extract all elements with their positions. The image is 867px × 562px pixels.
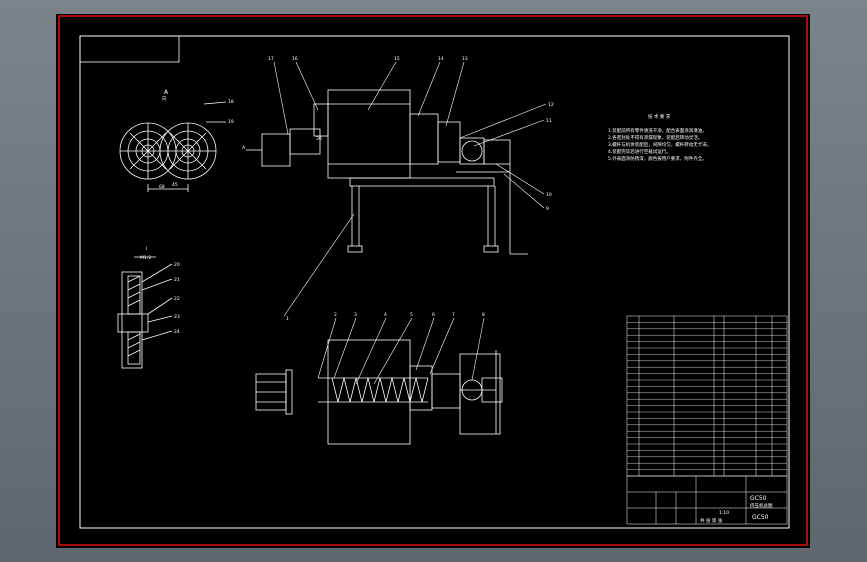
- part-label-4: 4: [384, 312, 387, 318]
- part-label-17: 17: [268, 56, 274, 62]
- note-line-4: 4.装配完毕后进行空载试运行。: [608, 148, 671, 155]
- part-label-7: 7: [452, 312, 455, 318]
- part-label-9: 9: [546, 206, 549, 212]
- title-scale: 1:10: [719, 510, 729, 516]
- part-label-8: 8: [482, 312, 485, 318]
- part-label-23: 23: [174, 314, 180, 320]
- view-a-subtitle: 向: [162, 95, 167, 102]
- view-a-title: A: [164, 89, 169, 96]
- part-label-21: 21: [174, 277, 180, 283]
- drawing-sheet: A 向 68 45 18 19 I M1:2 20 21 22 23: [56, 14, 810, 548]
- part-label-24: 24: [174, 329, 180, 335]
- title-sheet: 共 张 第 张: [700, 517, 723, 524]
- part-label-11: 11: [546, 118, 552, 124]
- title-drawing-no-2: GC50: [752, 514, 769, 521]
- title-name: 挤压机总图: [750, 502, 773, 509]
- part-label-16: 16: [292, 56, 298, 62]
- view-i-scale: M1:2: [140, 255, 151, 261]
- assembly-drawing: A 向 68 45 18 19 I M1:2 20 21 22 23: [58, 15, 808, 546]
- part-label-2: 2: [334, 312, 337, 318]
- note-line-1: 1.装配前所有零件清洗干净，配合表面涂润滑油。: [608, 127, 707, 134]
- elevation-view: [246, 89, 528, 255]
- dim-pitch: 68: [159, 184, 165, 190]
- part-label-15: 15: [394, 56, 400, 62]
- plan-leaders: [317, 317, 485, 385]
- outer-border: [58, 15, 808, 546]
- leader-lines: [273, 61, 547, 317]
- view-i-section: [117, 256, 173, 369]
- notes-title: 技 术 要 求: [648, 113, 671, 120]
- part-label-18: 18: [228, 99, 234, 105]
- note-line-3: 3.螺杆与机体装配后，间隙均匀，螺杆转动无卡滞。: [608, 141, 711, 148]
- part-label-14: 14: [438, 56, 444, 62]
- parts-list-rows: [627, 322, 787, 470]
- note-line-2: 2.各密封处不得有渗漏现象，装配后转动灵活。: [608, 134, 702, 141]
- section-mark: A: [242, 145, 246, 151]
- corner-box: [79, 35, 180, 63]
- dim-side: 45: [172, 182, 178, 188]
- part-label-3: 3: [354, 312, 357, 318]
- inlet-label: 30: [316, 136, 322, 142]
- part-label-20: 20: [174, 262, 180, 268]
- title-drawing-no: GC50: [750, 495, 767, 502]
- part-label-1: 1: [286, 316, 289, 322]
- part-label-22: 22: [174, 296, 180, 302]
- inner-border: [79, 35, 790, 529]
- plan-view: [255, 339, 503, 445]
- view-i-title: I: [146, 246, 147, 252]
- part-label-19: 19: [228, 119, 234, 125]
- part-label-6: 6: [432, 312, 435, 318]
- part-label-12: 12: [548, 102, 554, 108]
- part-label-5: 5: [410, 312, 413, 318]
- note-line-5: 5.外表面涂防锈漆，颜色按用户要求，附件齐全。: [608, 155, 707, 162]
- parts-list-grid: [626, 315, 788, 525]
- part-label-10: 10: [546, 192, 552, 198]
- view-a-discs: [119, 101, 227, 192]
- part-label-13: 13: [462, 56, 468, 62]
